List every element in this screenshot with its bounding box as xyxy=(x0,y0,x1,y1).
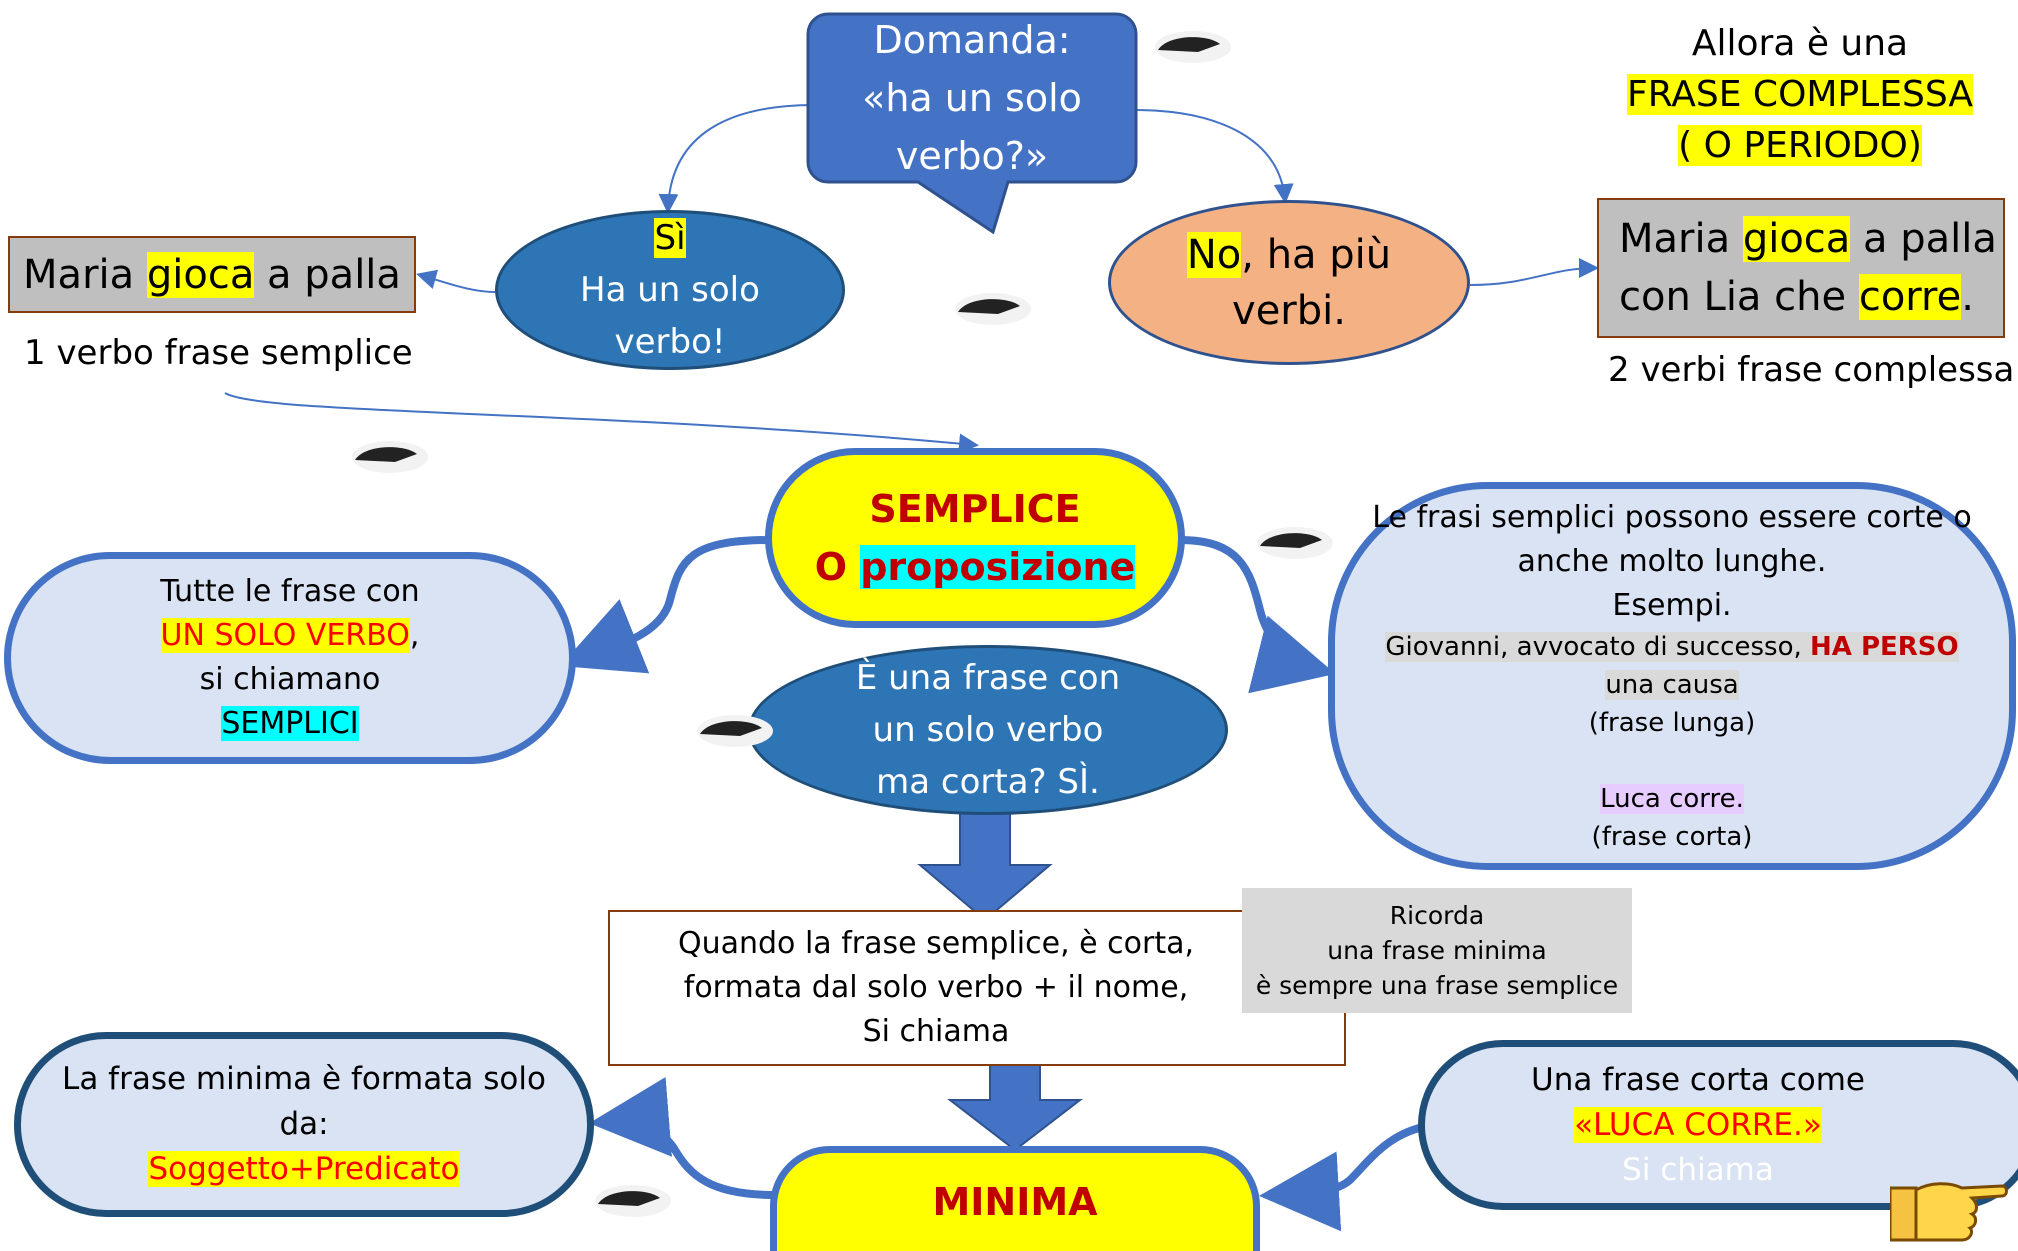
hand-icon xyxy=(697,715,773,747)
yes-node: Sì Ha un solo verbo! xyxy=(495,210,845,370)
middle-line-2: formata dal solo verbo + il nome, xyxy=(683,970,1189,1005)
no-label: No xyxy=(1186,231,1242,278)
right-header-line-1: Allora è una xyxy=(1691,23,1909,64)
right-def-example-2-note: (frase corta) xyxy=(1591,822,1753,852)
reminder-box: Ricorda una frase minima è sempre una fr… xyxy=(1242,888,1632,1013)
left-def-word: SEMPLICI xyxy=(221,706,359,741)
right-header-line-3: ( O PERIODO) xyxy=(1678,125,1922,166)
question-2-line-3: ma corta? SÌ. xyxy=(876,762,1100,802)
right-def-example-1-note: (frase lunga) xyxy=(1588,708,1756,738)
right-def-line-3: Esempi. xyxy=(1612,588,1732,623)
arrow-semplice-to-left-def xyxy=(560,536,771,674)
right-minima-panel: Una frase corta come «LUCA CORRE.» Si ch… xyxy=(1418,1040,2018,1210)
right-example-post-1: a palla xyxy=(1850,216,1997,262)
right-def-example-1-c: una causa xyxy=(1605,670,1739,700)
minima-node: MINIMA xyxy=(770,1146,1260,1251)
yes-line-1: Ha un solo xyxy=(580,270,760,310)
right-min-line-1: Una frase corta come xyxy=(1531,1061,1865,1098)
arrow-question-to-no xyxy=(1134,109,1294,204)
right-definition-panel: Le frasi semplici possono essere corte o… xyxy=(1328,482,2016,870)
semplice-proposizione: proposizione xyxy=(860,545,1136,589)
no-line-1: , ha più xyxy=(1241,231,1392,278)
right-example-box: Maria gioca a palla con Lia che corre. xyxy=(1597,198,2005,338)
right-def-line-1: Le frasi semplici possono essere corte o xyxy=(1372,500,1972,535)
down-arrow-1 xyxy=(917,809,1053,922)
reminder-line-1: Ricorda xyxy=(1389,901,1485,930)
arrow-yes-to-left-example xyxy=(416,269,496,293)
hand-icon xyxy=(1155,31,1231,63)
yes-label: Sì xyxy=(654,218,686,258)
hand-icon xyxy=(352,441,428,473)
callout-shape xyxy=(806,12,1138,235)
left-example-caption: 1 verbo frase semplice xyxy=(24,333,413,373)
question-line-2: «ha un solo xyxy=(862,76,1082,120)
arrow-semplice-to-right-def xyxy=(1179,536,1336,694)
question-2-line-1: È una frase con xyxy=(855,658,1121,698)
right-header: Allora è una FRASE COMPLESSA ( O PERIODO… xyxy=(1620,18,1980,171)
hand-icon xyxy=(595,1185,671,1217)
question-text: Domanda: «ha un solo verbo?» xyxy=(808,14,1136,182)
semplice-title: SEMPLICE xyxy=(869,487,1081,531)
left-min-line-2: da: xyxy=(279,1106,329,1142)
question-line-1: Domanda: xyxy=(873,18,1071,62)
semplice-node: SEMPLICE O proposizione xyxy=(765,448,1185,628)
arrow-minima-to-left-min xyxy=(589,1077,776,1199)
right-example-verb-2: corre xyxy=(1858,274,1962,320)
arrow-caption-to-semplice xyxy=(224,392,979,454)
hand-icon xyxy=(1257,527,1333,559)
no-line-2: verbi. xyxy=(1232,287,1346,334)
right-example-verb-1: gioca xyxy=(1742,216,1851,262)
right-min-line-2: «LUCA CORRE.» xyxy=(1574,1106,1822,1143)
question-callout: Domanda: «ha un solo verbo?» xyxy=(806,12,1138,235)
arrow-right-min-to-minima xyxy=(1259,1121,1436,1232)
pointing-hand-icon xyxy=(1890,1182,2008,1242)
left-minima-panel: La frase minima è formata solo da: Sogge… xyxy=(14,1032,594,1217)
right-example-pre-1: Maria xyxy=(1619,216,1743,262)
left-example-post: a palla xyxy=(254,251,401,298)
left-def-line-3: si chiamano xyxy=(199,662,381,697)
right-def-line-2: anche molto lunghe. xyxy=(1517,544,1827,579)
down-arrow-2 xyxy=(947,1059,1083,1152)
left-def-comma: , xyxy=(409,618,420,653)
arrow-no-to-right-example xyxy=(1469,258,1599,286)
right-min-line-3: Si chiama xyxy=(1622,1151,1774,1188)
minima-label: MINIMA xyxy=(932,1180,1098,1224)
left-min-line-3: Soggetto+Predicato xyxy=(148,1151,460,1187)
left-example-pre: Maria xyxy=(23,251,147,298)
question-2-line-2: un solo verbo xyxy=(872,710,1104,750)
no-node: No, ha più verbi. xyxy=(1108,200,1470,365)
reminder-line-2: una frase minima xyxy=(1327,936,1547,965)
reminder-line-3: è sempre una frase semplice xyxy=(1255,971,1619,1000)
left-example-box: Maria gioca a palla xyxy=(8,236,416,313)
middle-line-1: Quando la frase semplice, è corta, xyxy=(677,926,1195,961)
right-example-pre-2: con Lia che xyxy=(1619,274,1859,320)
middle-box: Quando la frase semplice, è corta, forma… xyxy=(608,910,1346,1066)
right-header-line-2: FRASE COMPLESSA xyxy=(1627,74,1973,115)
yes-line-2: verbo! xyxy=(614,322,726,362)
right-example-post-2: . xyxy=(1961,274,1974,320)
left-definition-panel: Tutte le frase con UN SOLO VERBO, si chi… xyxy=(4,552,576,764)
left-def-line-1: Tutte le frase con xyxy=(160,574,420,609)
right-def-example-1-a: Giovanni, avvocato di successo, xyxy=(1385,632,1811,662)
right-example-caption: 2 verbi frase complessa xyxy=(1608,350,2015,390)
middle-line-3: Si chiama xyxy=(862,1014,1010,1049)
right-def-example-2: Luca corre. xyxy=(1600,784,1744,814)
left-example-verb: gioca xyxy=(146,251,255,298)
arrow-question-to-yes xyxy=(658,104,816,214)
left-min-line-1: La frase minima è formata solo xyxy=(62,1061,546,1097)
question-line-3: verbo?» xyxy=(895,134,1049,178)
semplice-o: O xyxy=(814,545,861,589)
question-2-node: È una frase con un solo verbo ma corta? … xyxy=(748,645,1228,815)
right-def-example-1-verb: HA PERSO xyxy=(1810,632,1959,662)
hand-icon xyxy=(955,293,1031,325)
left-def-verb: UN SOLO VERBO xyxy=(160,618,410,653)
